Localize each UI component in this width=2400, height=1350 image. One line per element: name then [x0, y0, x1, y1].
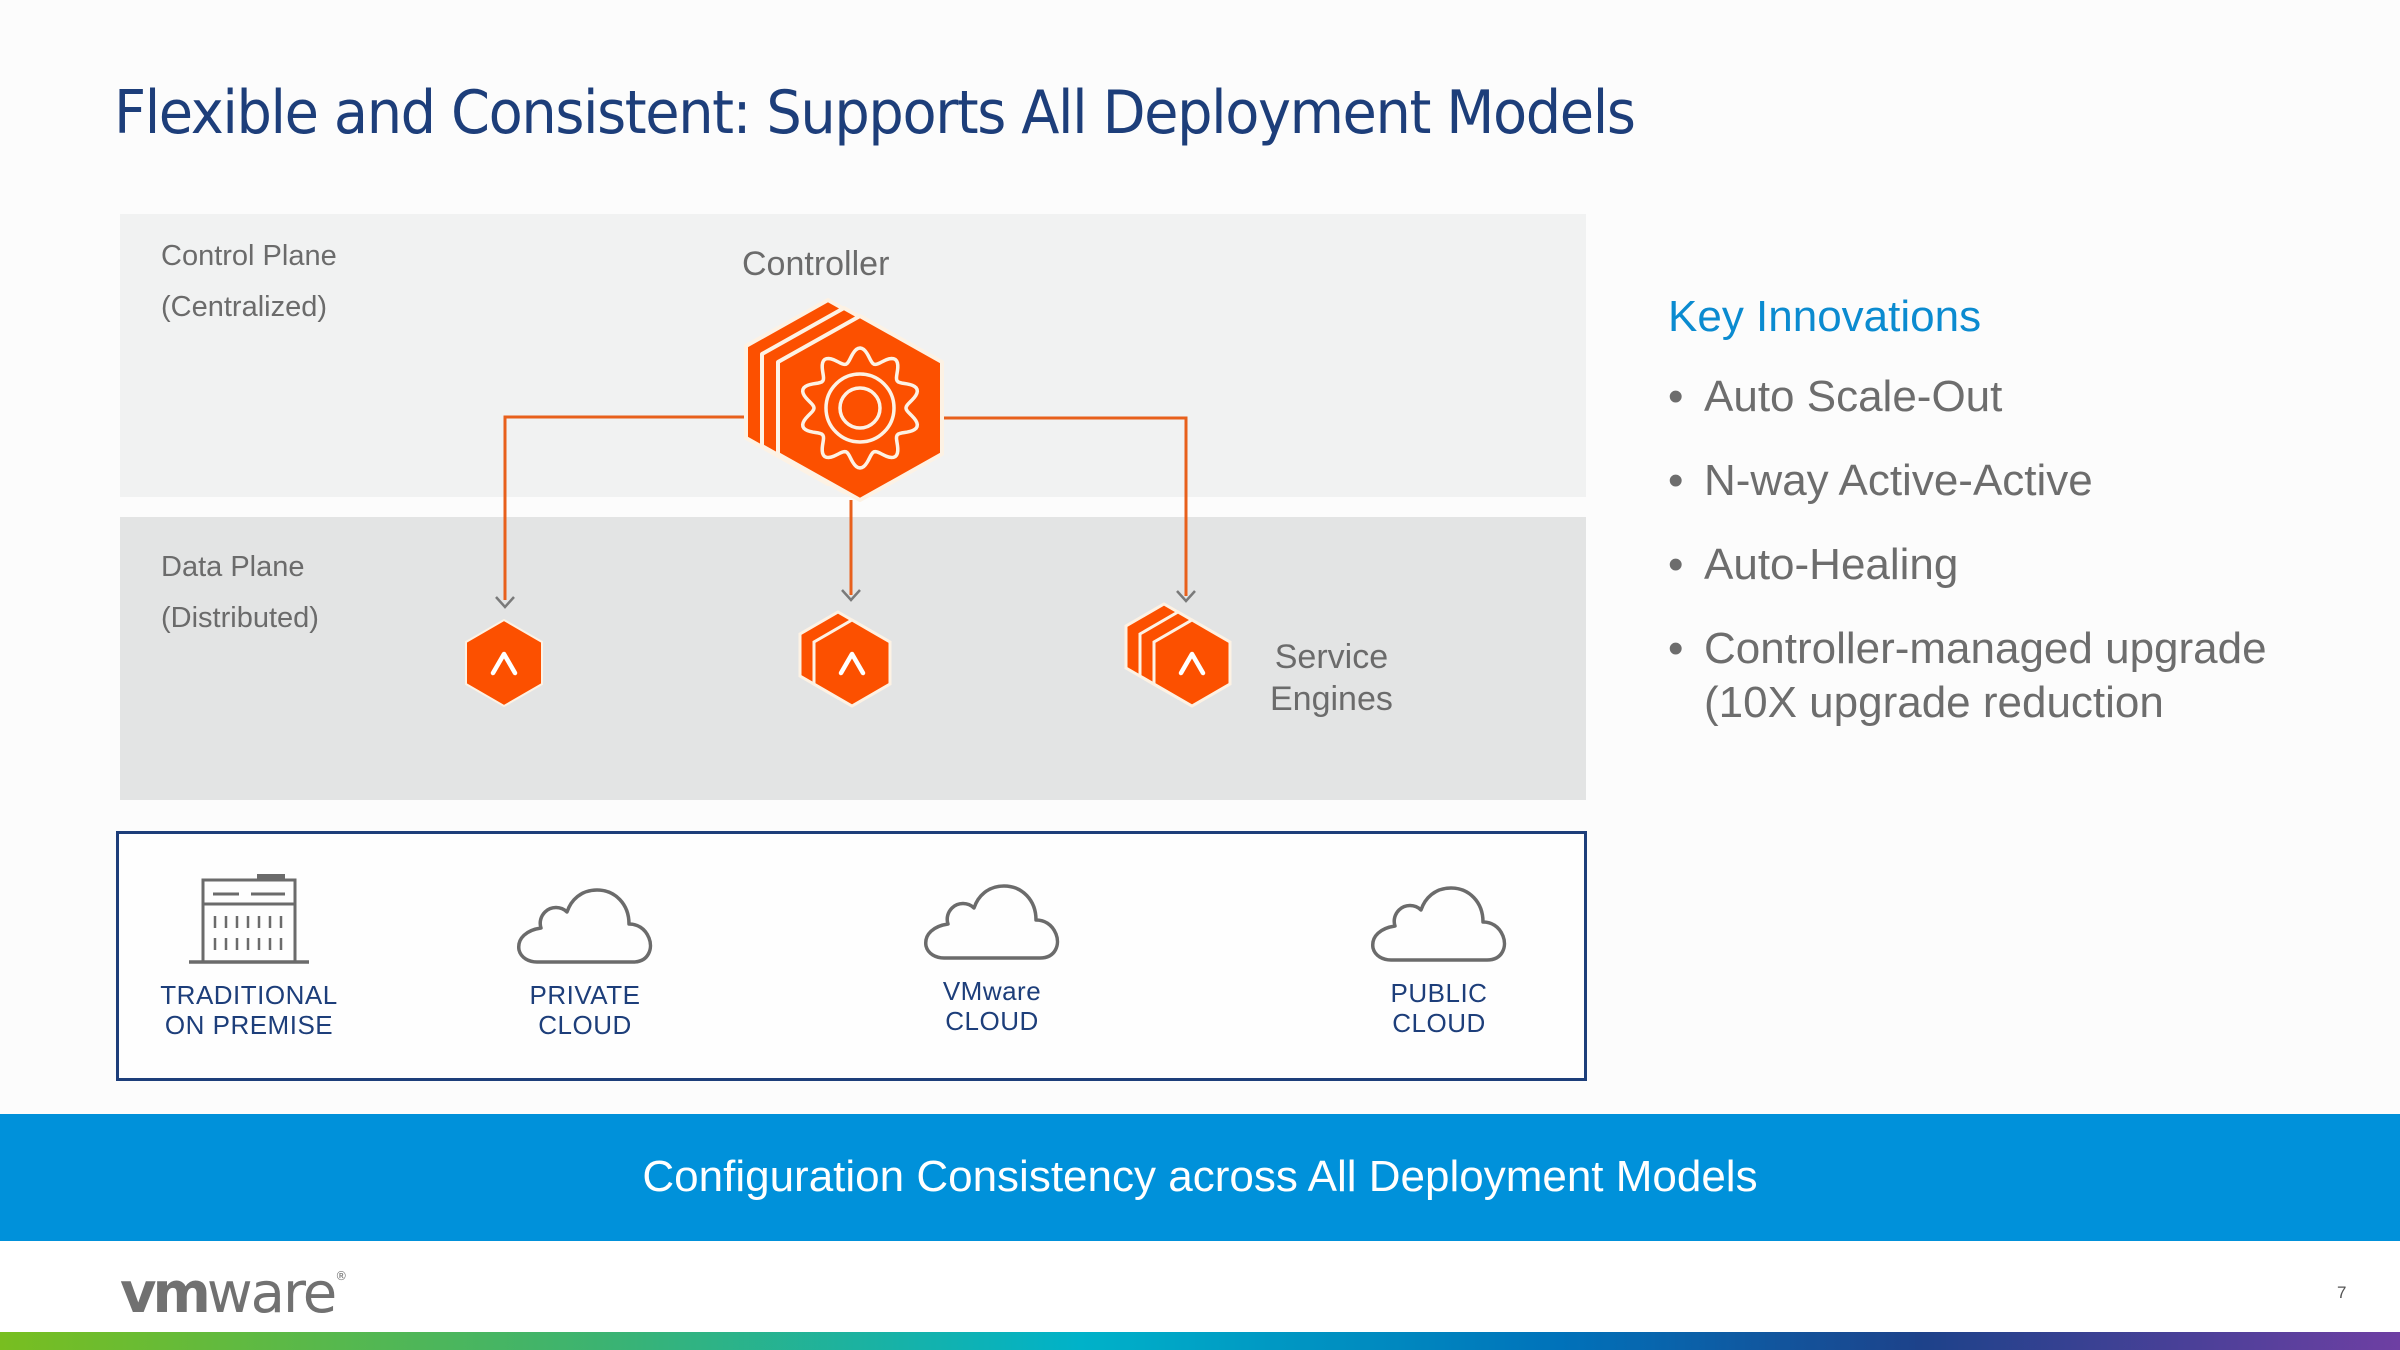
deployment-label-line1: TRADITIONAL [160, 980, 338, 1010]
connector-left [503, 415, 760, 600]
innovation-item: • Auto-Healing [1668, 538, 2267, 592]
service-engine-1[interactable] [465, 619, 543, 707]
innovation-text: Auto Scale-Out [1704, 372, 2003, 421]
deployment-traditional[interactable]: TRADITIONAL ON PREMISE [159, 874, 339, 1040]
bullet-icon: • [1668, 540, 1684, 589]
avi-caret-icon [1178, 651, 1206, 676]
deployment-label-line2: CLOUD [538, 1010, 632, 1040]
deployment-label-line1: PUBLIC [1390, 978, 1488, 1008]
bullet-icon: • [1668, 456, 1684, 505]
gear-icon [800, 346, 920, 470]
footer: vmware® 7 [0, 1241, 2400, 1332]
slide-title: Flexible and Consistent: Supports All De… [114, 78, 1636, 148]
deployment-label-line2: ON PREMISE [164, 1010, 334, 1040]
deployment-label-line2: CLOUD [1392, 1008, 1486, 1038]
innovation-item: • Auto Scale-Out [1668, 370, 2267, 424]
cloud-icon [924, 884, 1060, 960]
data-plane-label-line2: (Distributed) [161, 602, 319, 634]
deployment-vmware-cloud[interactable]: VMware CLOUD [912, 882, 1072, 1036]
service-engine-3[interactable] [1124, 602, 1232, 708]
innovation-text-continued: (10X upgrade reduction [1704, 678, 2164, 727]
connectors [503, 415, 1188, 600]
arrowheads [495, 589, 1196, 609]
deployment-private-cloud[interactable]: PRIVATE CLOUD [505, 886, 665, 1040]
page-number: 7 [2337, 1283, 2347, 1302]
deployment-label-line2: CLOUD [945, 1006, 1039, 1036]
building-icon [189, 874, 309, 964]
logo-vm: vm [120, 1261, 211, 1326]
deployment-models-box: TRADITIONAL ON PREMISE PRIVATE CLOUD VMw… [116, 831, 1587, 1081]
banner-text: Configuration Consistency across All Dep… [642, 1152, 1758, 1201]
connector-right [942, 416, 1188, 596]
control-plane-label-line1: Control Plane [161, 240, 337, 272]
control-plane-label-line2: (Centralized) [161, 291, 327, 323]
deployment-label-line1: PRIVATE [529, 980, 641, 1010]
deployment-label-line1: VMware [942, 976, 1042, 1006]
registered-mark-icon: ® [335, 1269, 347, 1283]
service-engines-label-line2: Engines [1270, 680, 1393, 718]
key-innovations-title: Key Innovations [1668, 292, 1982, 341]
service-engines-label-line1: Service [1274, 638, 1389, 676]
service-engines-label: Service Engines [1270, 636, 1393, 720]
avi-caret-icon [490, 651, 518, 676]
avi-caret-icon [838, 651, 866, 676]
data-plane-label: Data Plane (Distributed) [161, 542, 319, 644]
key-innovations-list: • Auto Scale-Out • N-way Active-Active •… [1668, 370, 2267, 760]
bullet-icon: • [1668, 372, 1684, 421]
innovation-item: • Controller-managed upgrade (10X upgrad… [1668, 622, 2267, 730]
innovation-text: Controller-managed upgrade [1704, 624, 2267, 673]
controller-label: Controller [742, 245, 890, 283]
se1-hex [465, 619, 543, 707]
service-engine-2[interactable] [798, 610, 892, 708]
vmware-logo: vmware® [120, 1261, 347, 1326]
logo-ware: ware [206, 1261, 337, 1326]
deployment-public-cloud[interactable]: PUBLIC CLOUD [1359, 884, 1519, 1038]
arrowhead-center [841, 589, 861, 602]
brand-gradient-bar [0, 1332, 2400, 1350]
consistency-banner: Configuration Consistency across All Dep… [0, 1114, 2400, 1241]
control-plane-label: Control Plane (Centralized) [161, 231, 337, 333]
innovation-text: N-way Active-Active [1704, 456, 2093, 505]
bullet-icon: • [1668, 624, 1684, 673]
data-plane-label-line1: Data Plane [161, 551, 305, 583]
arrowhead-left [495, 596, 515, 609]
innovation-text: Auto-Healing [1704, 540, 1959, 589]
cloud-icon [517, 888, 653, 964]
arrowhead-right [1176, 590, 1196, 603]
controller-icon[interactable] [744, 298, 944, 502]
innovation-item: • N-way Active-Active [1668, 454, 2267, 508]
cloud-icon [1371, 886, 1507, 962]
